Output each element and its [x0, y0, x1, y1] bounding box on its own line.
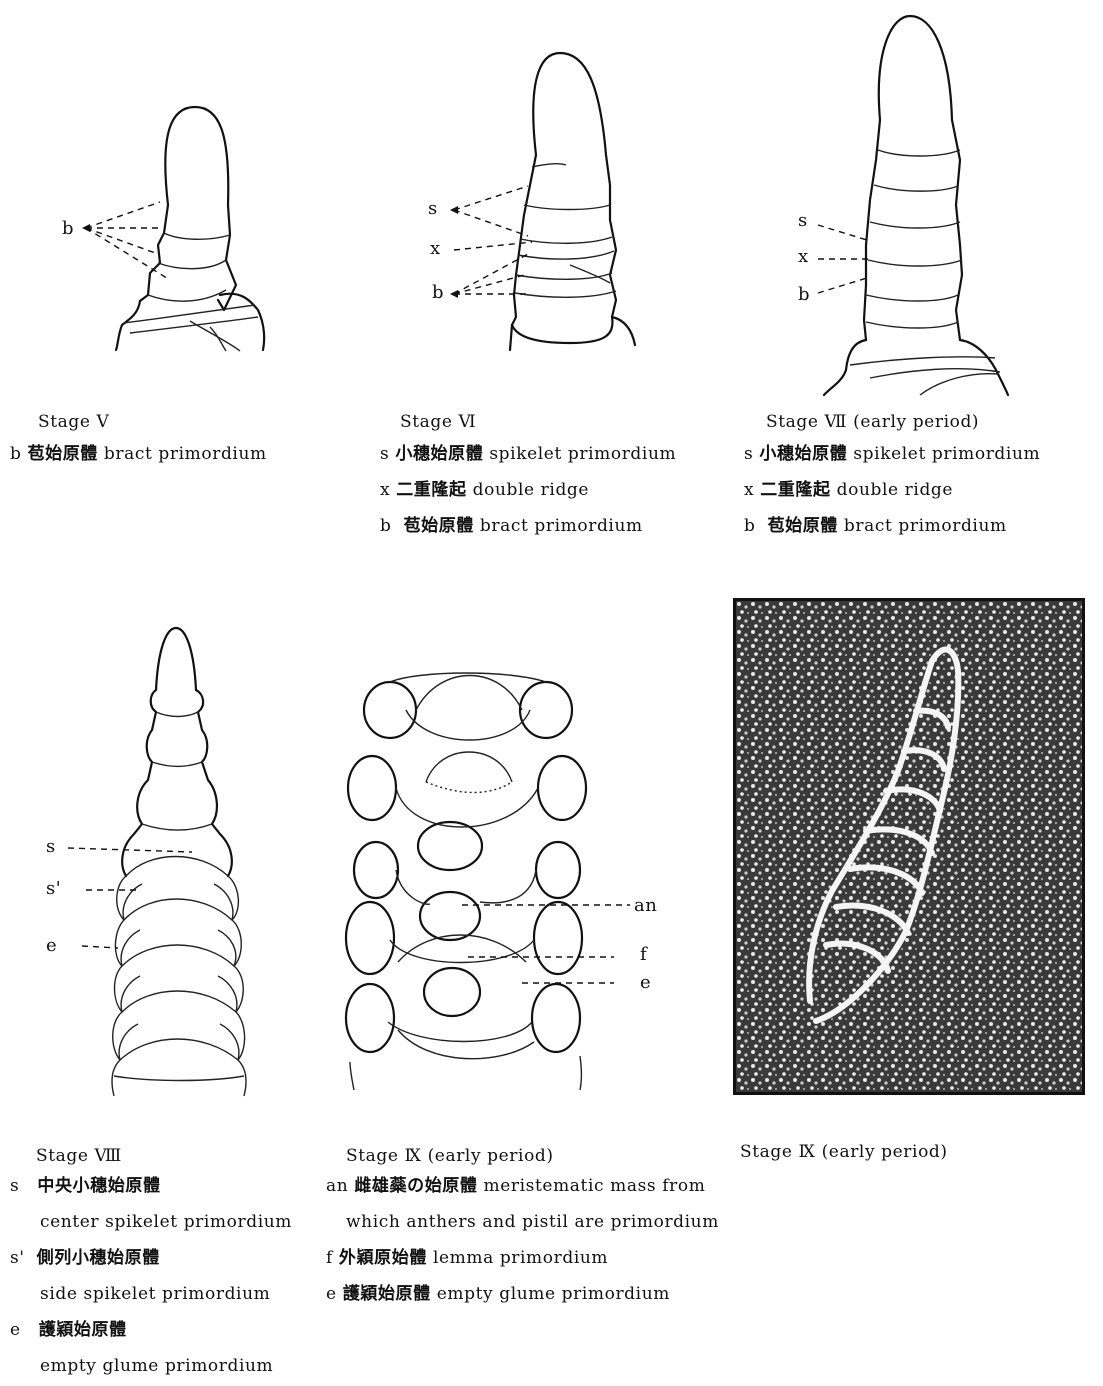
legend-item-en: which anthers and pistil are primordium — [326, 1204, 719, 1240]
stage-title: Stage Ⅵ — [400, 404, 476, 440]
legend-item-en: side spikelet primordium — [10, 1276, 292, 1312]
label-s: s — [46, 836, 56, 857]
label-x: x — [798, 246, 809, 267]
stage-5-caption: Stage Ⅴ — [38, 404, 109, 440]
micrograph-texture — [736, 601, 1082, 1092]
label-s-prime: s' — [46, 878, 61, 899]
stage-9-drawing — [330, 670, 590, 1090]
label-x: x — [430, 238, 441, 259]
label-e: e — [46, 935, 57, 956]
stage-9-leaders — [460, 895, 660, 1005]
label-b: b — [62, 218, 74, 239]
legend-item: x 二重隆起 double ridge — [744, 472, 1040, 508]
stage-title: Stage Ⅴ — [38, 404, 109, 440]
stage-9-photo-caption: Stage Ⅸ (early period) — [740, 1134, 948, 1170]
legend-item: an 雌雄蘂の始原體 meristematic mass from — [326, 1168, 719, 1204]
stage-8-leaders — [62, 838, 262, 978]
label-s: s — [428, 198, 438, 219]
stage-title: Stage Ⅶ (early period) — [766, 404, 979, 440]
label-e: e — [640, 972, 651, 993]
legend-item: x 二重隆起 double ridge — [380, 472, 676, 508]
legend-item-en: center spikelet primordium — [10, 1204, 292, 1240]
legend-item-en: empty glume primordium — [10, 1348, 292, 1384]
label-b: b — [432, 282, 444, 303]
legend-item: s' 側列小穗始原體 — [10, 1240, 292, 1276]
stage-6-leaders — [440, 180, 560, 320]
stage-6-caption: Stage Ⅵ — [400, 404, 476, 440]
stage-9-legend: an 雌雄蘂の始原體 meristematic mass from which … — [326, 1168, 719, 1312]
legend-item: e 護穎始原體 — [10, 1312, 292, 1348]
legend-item: b 苞始原體 bract primordium — [380, 508, 676, 544]
legend-item: s 小穗始原體 spikelet primordium — [744, 436, 1040, 472]
stage-title: Stage Ⅸ (early period) — [740, 1134, 948, 1170]
stage-7-leaders — [810, 215, 900, 335]
stage-8-legend: s 中央小穗始原體 center spikelet primordium s' … — [10, 1168, 292, 1384]
legend-item: f 外穎原始體 lemma primordium — [326, 1240, 719, 1276]
legend-item: e 護穎始原體 empty glume primordium — [326, 1276, 719, 1312]
stage-7-legend: s 小穗始原體 spikelet primordium x 二重隆起 doubl… — [744, 436, 1040, 544]
micrograph-image — [733, 598, 1085, 1095]
label-s: s — [798, 210, 808, 231]
stage-5-legend: b 苞始原體 bract primordium — [10, 436, 267, 472]
legend-item: s 中央小穗始原體 — [10, 1168, 292, 1204]
label-b: b — [798, 284, 810, 305]
stage-6-legend: s 小穗始原體 spikelet primordium x 二重隆起 doubl… — [380, 436, 676, 544]
stage-7-drawing — [810, 10, 1050, 400]
label-an: an — [634, 895, 657, 916]
label-f: f — [640, 944, 647, 965]
stage-5-leaders — [60, 190, 180, 310]
legend-item: b 苞始原體 bract primordium — [10, 436, 267, 472]
stage-7-caption: Stage Ⅶ (early period) — [766, 404, 979, 440]
legend-item: s 小穗始原體 spikelet primordium — [380, 436, 676, 472]
legend-item: b 苞始原體 bract primordium — [744, 508, 1040, 544]
